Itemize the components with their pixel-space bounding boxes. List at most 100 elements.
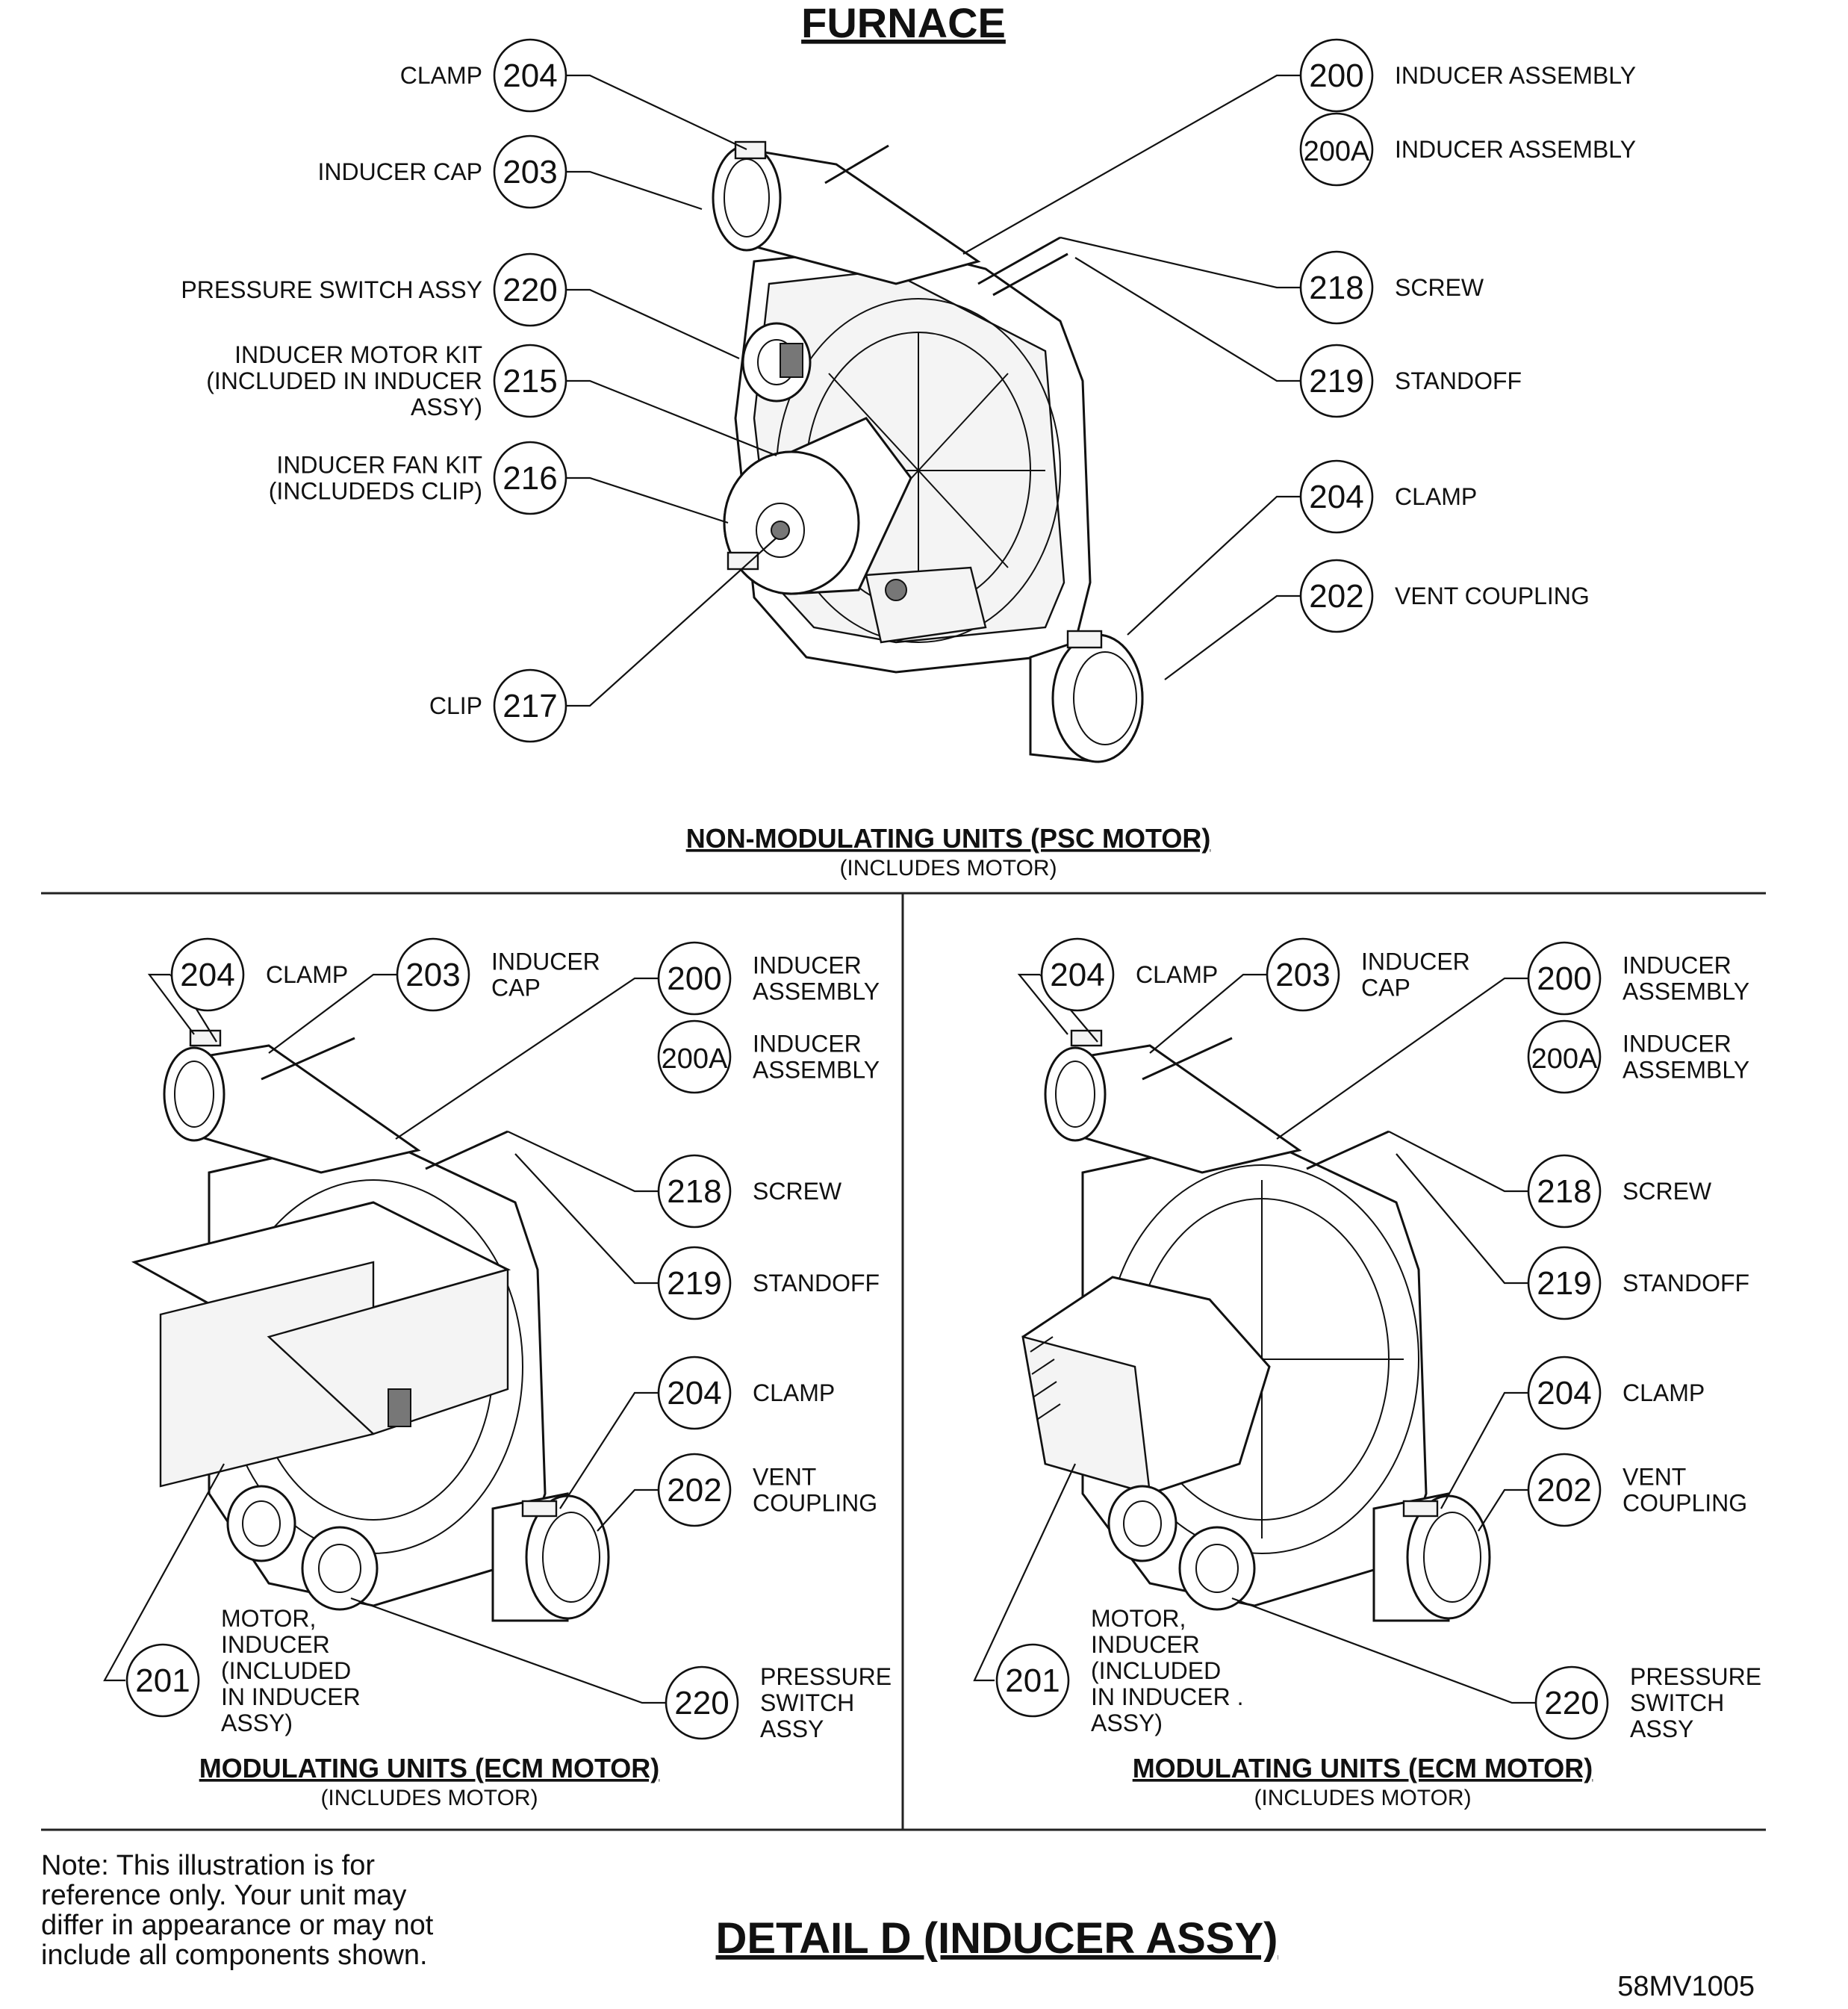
callout-number: 220 — [674, 1685, 729, 1721]
callout-number: 201 — [135, 1662, 190, 1699]
note-line: differ in appearance or may not — [41, 1910, 434, 1941]
callout-label: CLAMP — [400, 62, 482, 89]
callout-number: 200 — [667, 960, 721, 997]
psc-inducer-illustration — [712, 140, 1144, 763]
callout-label: INDUCER ASSEMBLY — [1395, 136, 1636, 163]
callout-number: 216 — [503, 460, 557, 497]
callout-number: 200A — [662, 1043, 728, 1075]
callout-bubble — [657, 1356, 732, 1430]
callout-bubble — [1527, 1453, 1602, 1527]
callout-label: INDUCER — [1091, 1631, 1200, 1658]
callout-bubble — [493, 441, 567, 515]
callout-label: INDUCER CAP — [318, 158, 482, 185]
leader-lines — [103, 74, 1535, 1704]
callout-label: STANDOFF — [753, 1270, 880, 1297]
callout-label: ASSEMBLY — [1623, 1057, 1749, 1084]
callout-number: 203 — [503, 154, 557, 190]
callout-bubble — [493, 134, 567, 209]
callout-216: 216 INDUCER FAN KIT(INCLUDEDS CLIP) — [269, 441, 567, 515]
note-line: include all components shown. — [41, 1940, 428, 1971]
callout-label: (INCLUDED IN INDUCER — [206, 367, 482, 394]
callout-number: 220 — [1544, 1685, 1599, 1721]
callout-bubble — [657, 941, 732, 1016]
callout-number: 200A — [1531, 1043, 1598, 1075]
callout-bubble — [493, 38, 567, 113]
callout-bubble — [1266, 937, 1340, 1012]
callout-number: 204 — [1309, 479, 1363, 515]
callout-bubble — [1299, 112, 1374, 187]
callout-bubble — [995, 1643, 1070, 1718]
callout-label: (INCLUDEDS CLIP) — [269, 478, 482, 505]
callout-bubble — [1527, 941, 1602, 1016]
callout-bubble — [1299, 559, 1374, 633]
callout-bubble — [1299, 38, 1374, 113]
note-line: Note: This illustration is for — [41, 1850, 375, 1881]
callout-label: SCREW — [1395, 274, 1484, 301]
callout-label: MOTOR, — [1091, 1605, 1186, 1632]
callout-bubble — [1527, 1154, 1602, 1229]
callout-number: 218 — [667, 1173, 721, 1210]
callout-number: 219 — [1537, 1265, 1591, 1302]
callout-label: PRESSURE — [1630, 1663, 1761, 1690]
callout-label: VENT COUPLING — [1395, 583, 1590, 609]
callout-bubble — [170, 937, 245, 1012]
callout-label: SCREW — [1623, 1178, 1712, 1205]
callout-label: CLAMP — [1623, 1379, 1705, 1406]
callout-219: 219 STANDOFF — [1527, 1246, 1749, 1320]
callout-label: CAP — [1361, 975, 1410, 1002]
callout-label: INDUCER FAN KIT — [276, 452, 482, 479]
callout-label: ASSY) — [411, 394, 482, 420]
callout-label: VENT — [1623, 1464, 1686, 1491]
callout-number: 204 — [1050, 957, 1104, 993]
callout-label: COUPLING — [1623, 1490, 1747, 1517]
callout-label: ASSEMBLY — [1623, 978, 1749, 1005]
right-panel-heading: MODULATING UNITS (ECM MOTOR) — [1133, 1753, 1593, 1783]
callout-label: CAP — [491, 975, 541, 1002]
callout-bubble — [1527, 1356, 1602, 1430]
callout-number: 218 — [1309, 270, 1363, 306]
callout-label: STANDOFF — [1623, 1270, 1749, 1297]
note-line: reference only. Your unit may — [41, 1880, 406, 1911]
callout-number: 219 — [1309, 363, 1363, 400]
callout-number: 201 — [1005, 1662, 1060, 1699]
callout-label: ASSEMBLY — [753, 1057, 880, 1084]
callout-number: 204 — [503, 58, 557, 94]
callout-label: INDUCER — [753, 1031, 862, 1058]
callout-label: ASSY) — [221, 1710, 293, 1736]
callout-label: INDUCER — [221, 1631, 330, 1658]
left-panel-subheading: (INCLUDES MOTOR) — [320, 1786, 538, 1810]
callout-label: INDUCER — [1361, 948, 1470, 975]
top-panel-heading: NON-MODULATING UNITS (PSC MOTOR) — [686, 823, 1211, 854]
callout-label: INDUCER MOTOR KIT — [234, 341, 482, 368]
callout-label: CLAMP — [1136, 961, 1218, 988]
callout-label: CLAMP — [753, 1379, 835, 1406]
callout-label: CLAMP — [1395, 483, 1477, 510]
left-panel-heading: MODULATING UNITS (ECM MOTOR) — [199, 1753, 660, 1783]
callout-number: 203 — [1275, 957, 1330, 993]
callout-label: IN INDUCER . — [1091, 1683, 1243, 1710]
callout-label: INDUCER — [753, 952, 862, 979]
callout-label: (INCLUDED — [221, 1657, 351, 1684]
callout-number: 203 — [405, 957, 460, 993]
callout-label: CLAMP — [266, 961, 348, 988]
callout-bubble — [1527, 1019, 1602, 1094]
callout-label: COUPLING — [753, 1490, 877, 1517]
